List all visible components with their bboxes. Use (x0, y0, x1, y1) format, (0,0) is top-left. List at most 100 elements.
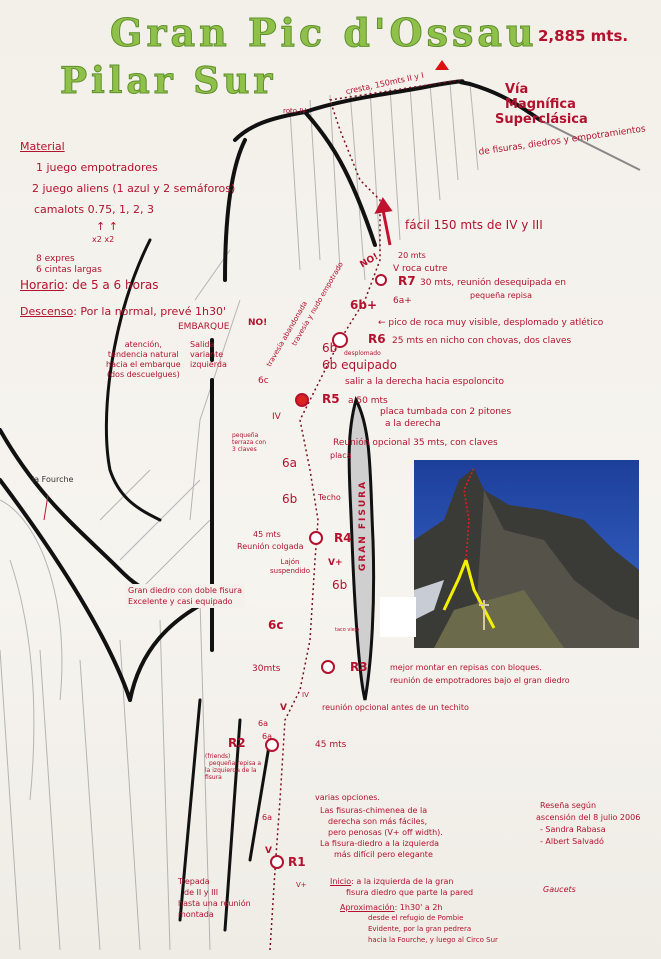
belay-stations (265, 274, 387, 869)
summit-marker (435, 60, 449, 70)
grade-6a-2: 6a (262, 732, 272, 741)
fourche-outline (0, 428, 212, 702)
left-buttress (223, 138, 247, 282)
note-embarque: EMBARQUE (178, 322, 230, 332)
note-roca-cutre: V roca cutre (393, 264, 448, 274)
grade-6b-plus: 6b+ (350, 298, 377, 312)
descenso: Descenso: Por la normal, prevé 1h30' (20, 305, 227, 318)
grade-6b-mid: 6b (282, 492, 298, 506)
grade-6c-top: 6c (258, 376, 269, 386)
material-section: Material 1 juego empotradores 2 juego al… (20, 140, 236, 275)
photo-snow (414, 580, 444, 620)
photo-approach-line (442, 559, 496, 629)
note-20mts: 20 mts (398, 251, 426, 260)
gran-fisura-crack (347, 395, 376, 701)
grade-v-plus-r4: V+ (328, 558, 343, 568)
note-roto: roto IV (283, 107, 307, 115)
label-r7: R7 (398, 274, 416, 288)
belay-r5 (295, 393, 309, 407)
arrows (43, 197, 393, 521)
note-r5: a 50 mts (348, 396, 388, 406)
belay-r1 (270, 855, 284, 869)
belay-r7 (375, 274, 387, 286)
note-placa-tumbada: placa tumbada con 2 pitones (380, 407, 512, 417)
label-r5: R5 (322, 392, 340, 406)
left-arete (303, 110, 377, 247)
photo-slope (434, 590, 564, 648)
note-r3-2: reunión de empotradores bajo el gran die… (390, 676, 570, 685)
note-r6: 25 mts en nicho con chovas, dos claves (392, 336, 572, 346)
label-la-fourche: la Fourche (32, 475, 74, 484)
belay-r4 (309, 531, 323, 545)
route-line (269, 79, 461, 951)
horario: Horario: de 5 a 6 horas (20, 278, 159, 292)
note-r7: 30 mts, reunión desequipada en (420, 278, 566, 288)
signature: Gaucets (543, 885, 576, 894)
note-r3: mejor montar en repisas con bloques. (390, 663, 542, 672)
belay-r2 (265, 738, 279, 752)
grade-iv: IV (272, 412, 281, 422)
aproximacion: Aproximación: 1h30' a 2h desde el refugi… (340, 903, 498, 944)
note-taco: taco viejo (335, 627, 360, 633)
summit-ridge (233, 79, 542, 142)
route-photo (414, 460, 639, 648)
label-gran-fisura: GRAN FISURA (358, 479, 369, 572)
label-r1: R1 (288, 855, 306, 869)
grade-6a-3: 6a (262, 813, 272, 822)
note-reunion-techito: reunión opcional antes de un techito (322, 703, 469, 712)
belay-r3 (321, 660, 335, 674)
note-facil: fácil 150 mts de IV y III (405, 218, 543, 232)
photo-route-line (463, 467, 475, 561)
note-varias: varias opciones. (315, 793, 380, 802)
note-desplomado: desplomado (344, 350, 381, 357)
inicio: Inicio: a la izquierda de la gran fisura… (330, 877, 474, 897)
grade-6b-equipado: 6b equipado (322, 358, 397, 372)
note-no-left: NO! (248, 318, 268, 328)
blank-patch (380, 597, 416, 637)
grade-6b-diedro: 6b (332, 578, 348, 592)
label-r4: R4 (334, 531, 352, 545)
grade-6b-top: 6b (322, 341, 338, 355)
grade-v-plus-low: V+ (296, 881, 307, 889)
altitude: 2,885 mts. (538, 27, 629, 45)
grade-v-low: V (265, 846, 272, 856)
photo-drawing (414, 467, 639, 648)
note-r4: Reunión colgada (237, 542, 304, 551)
photo-pole (479, 600, 489, 630)
grade-iv-r3: IV (302, 691, 309, 699)
page-title: Gran Pic d'Ossau (110, 10, 538, 56)
belay-r6 (332, 332, 348, 348)
facil-arrow (381, 209, 392, 246)
note-r4-length: 45 mts (253, 530, 281, 539)
label-r6: R6 (368, 332, 386, 346)
label-r2: R2 (228, 736, 246, 750)
note-techo: Techo (318, 493, 341, 502)
note-r3-length: 30mts (252, 664, 281, 674)
grade-6a-mid: 6a (282, 456, 297, 470)
note-salir: salir a la derecha hacia espoloncito (345, 377, 505, 387)
right-descent-ridge (539, 119, 641, 171)
note-placa: placa (330, 451, 352, 460)
route-name: Pilar Sur (59, 60, 277, 103)
fourche-arrow (43, 494, 49, 521)
note-r7-2: pequeña repisa (470, 291, 532, 300)
note-r2-length: 45 mts (315, 740, 347, 750)
label-r3: R3 (350, 660, 368, 674)
grade-6a-1: 6a (258, 719, 268, 728)
note-placa-tumbada-2: a la derecha (385, 419, 441, 429)
note-pico: ← pico de roca muy visible, desplomado y… (378, 318, 604, 328)
grade-6c-diedro: 6c (268, 618, 284, 632)
grade-6a-plus: 6a+ (393, 296, 412, 306)
note-reunion-opcional: Reunión opcional 35 mts, con claves (333, 438, 498, 448)
